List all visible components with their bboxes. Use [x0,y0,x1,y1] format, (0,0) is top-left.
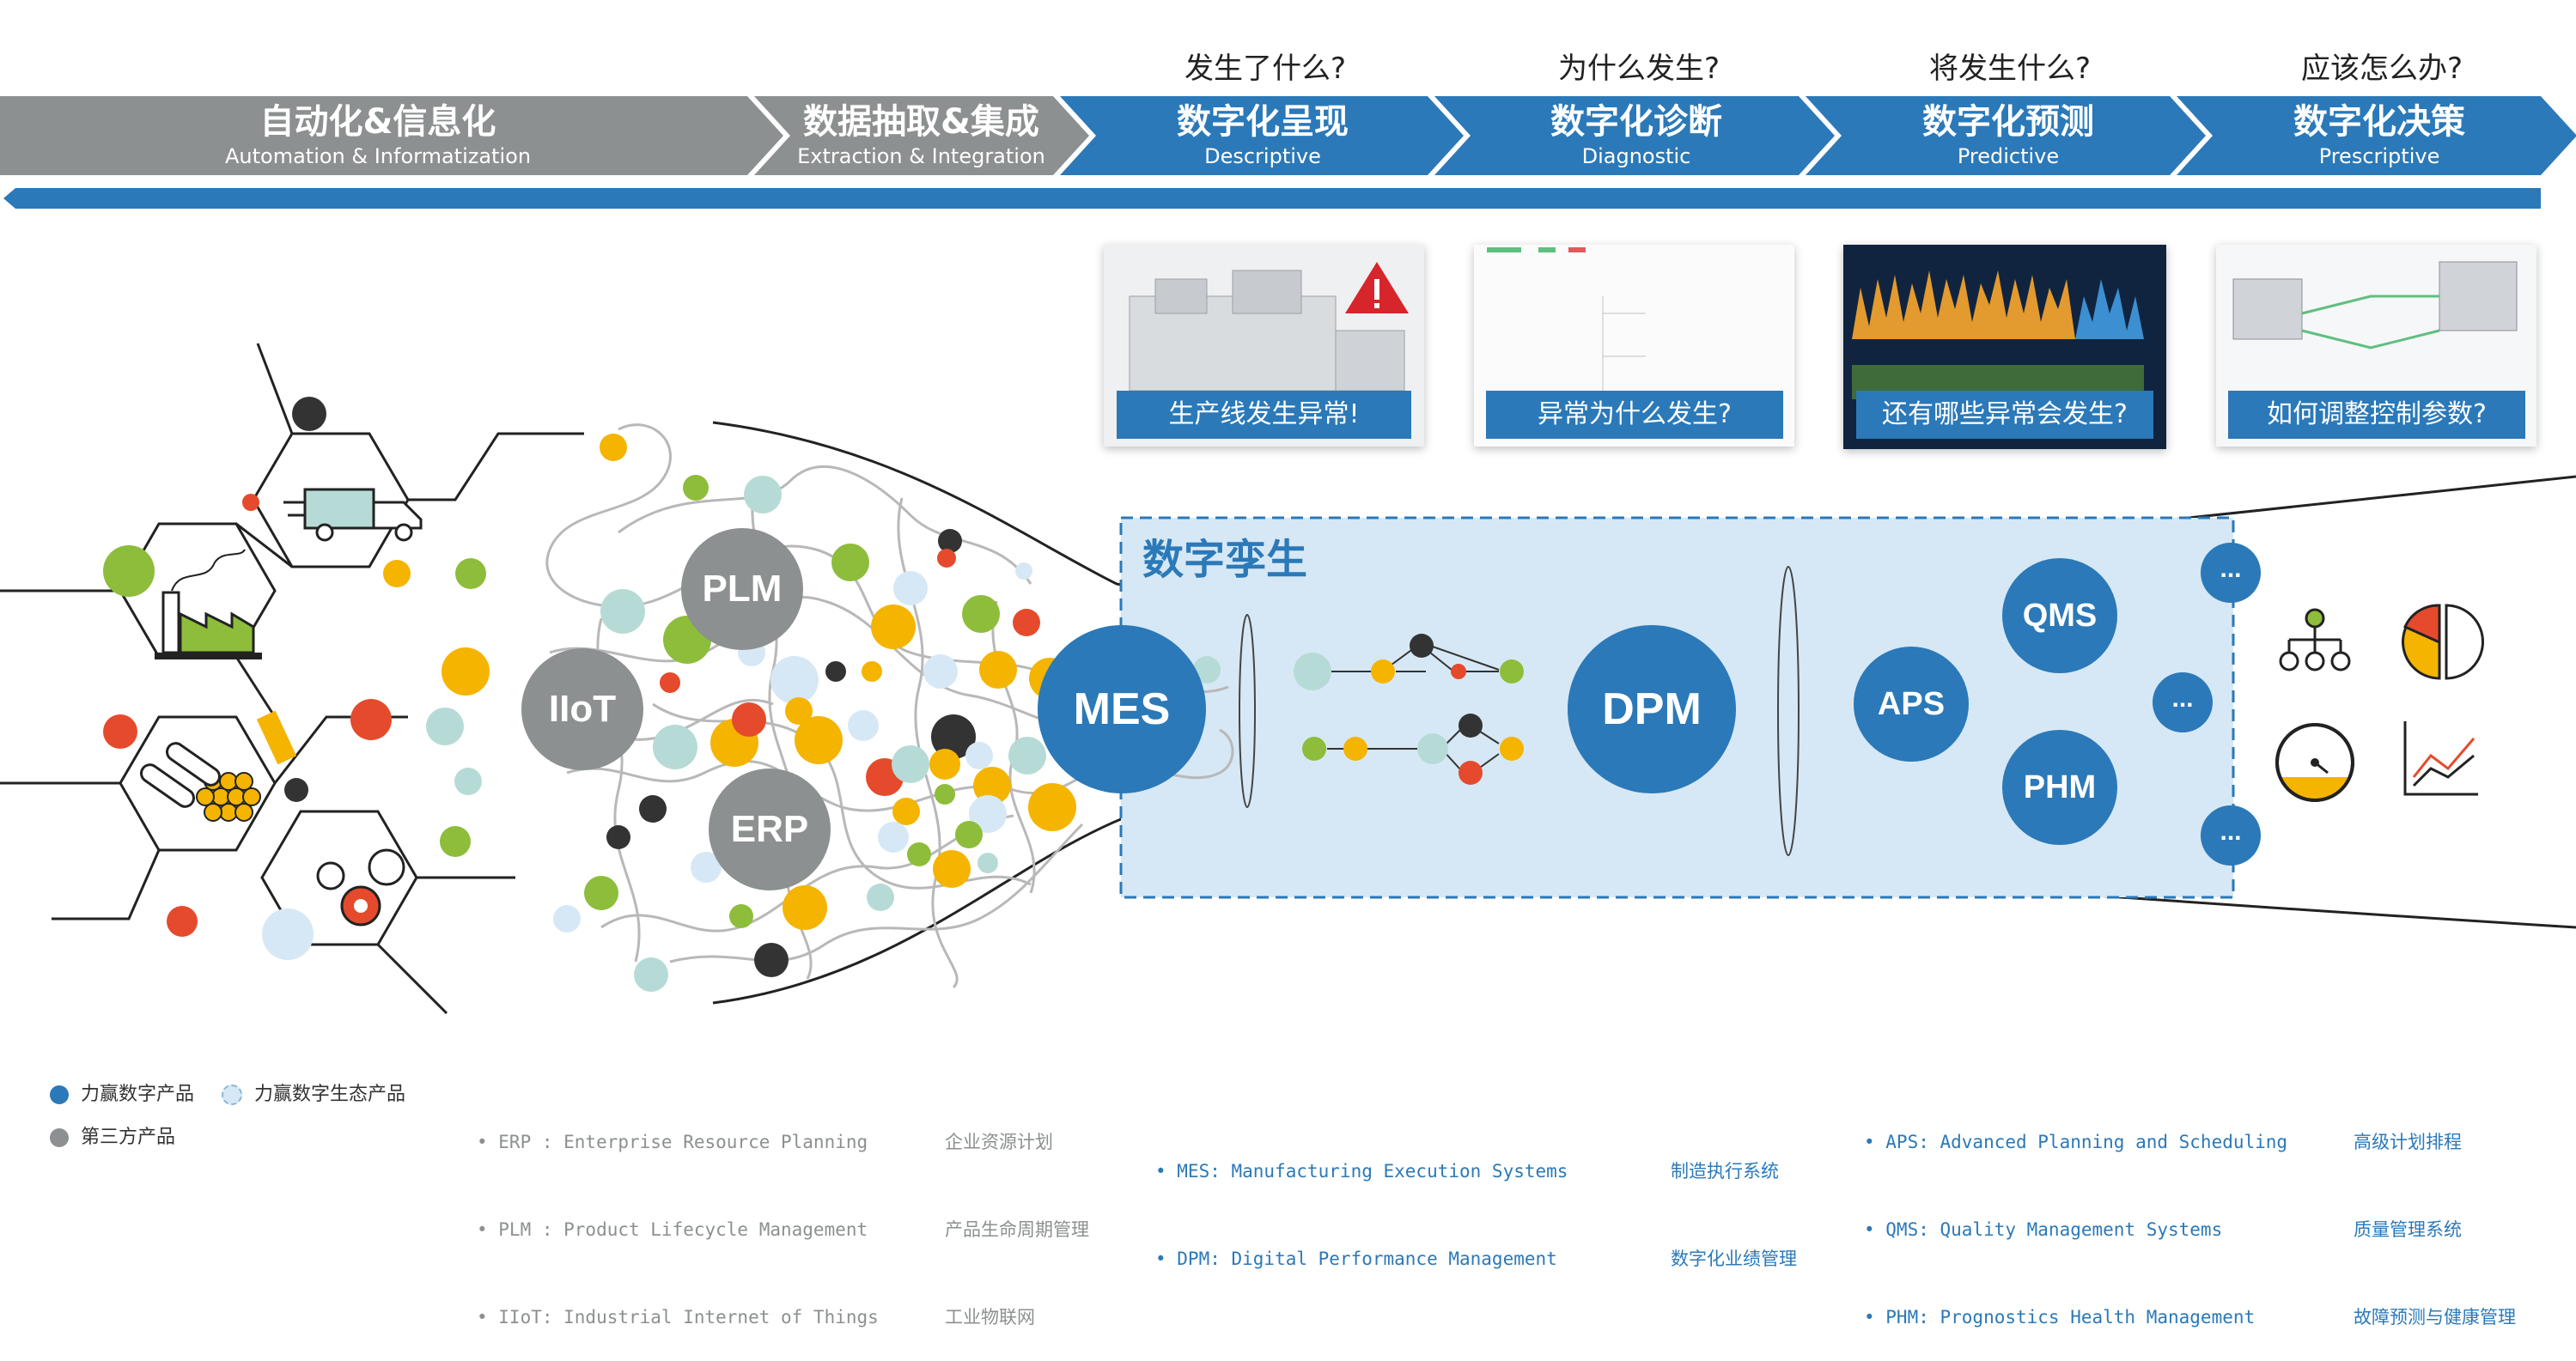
factory-icon [155,549,262,659]
stage-label-cn: 数字化诊断 [1550,102,1722,142]
legend-dot-blue [50,1085,69,1104]
node-more-middle: ... [2153,672,2213,732]
stage-arrow-predictive [1806,96,2206,175]
glossary-term: • MES: Manufacturing Execution Systems [1155,1161,1568,1182]
legend-dot-gray [50,1128,69,1147]
stage-automation: 自动化&信息化 Automation & Informatization [0,96,756,175]
digital-twin-title: 数字孪生 [1142,536,1308,584]
glossary-translation: 产品生命周期管理 [945,1219,1089,1240]
stage-label-en: Diagnostic [1581,144,1691,168]
node-phm: PHM [2002,730,2117,845]
stage-label-cn: 自动化&信息化 [259,102,496,142]
question-predictive: 将发生什么? [1928,52,2092,86]
glossary-term: • PLM : Product Lifecycle Management [477,1219,868,1240]
legend-dot-light-blue [222,1085,242,1105]
glossary-translation: 高级计划排程 [2354,1132,2462,1152]
node-more-top: ... [2201,543,2261,603]
node-dpm: DPM [1568,625,1736,793]
caption-adjust: 如何调整控制参数? [2228,391,2525,439]
node-aps: APS [1854,647,1969,762]
caption-why: 异常为什么发生? [1486,391,1783,439]
glossary-advanced-products: • APS: Advanced Planning and Scheduling 高… [1864,1069,2551,1361]
stage-label-en: Predictive [1957,144,2060,168]
stage-arrow-automation [0,96,783,175]
caption-anomaly: 生产线发生异常! [1117,391,1411,439]
timeline-bar [3,188,2541,209]
stage-prescriptive: 数字化决策 Prescriptive [2199,96,2560,175]
node-iiot: IIoT [521,648,643,770]
gauge-icon [2275,723,2354,802]
stage-descriptive: 数字化呈现 Descriptive [1082,96,1443,175]
org-chart-icon [2279,608,2351,671]
glossary-term: • QMS: Quality Management Systems [1864,1219,2223,1240]
equipment-network-icon [2232,261,2518,349]
glossary-translation: 工业物联网 [945,1307,1035,1328]
legend-label: 力赢数字生态产品 [254,1084,406,1105]
glossary-term: • IIoT: Industrial Internet of Things [477,1307,879,1328]
data-dots [103,397,1221,992]
node-plm: PLM [681,528,803,650]
stage-label-cn: 数据抽取&集成 [803,102,1039,142]
glossary-term: • PHM: Prognostics Health Management [1864,1307,2256,1328]
pie-chart-icon [2402,604,2484,680]
node-qms: QMS [2002,558,2117,673]
glossary-translation: 制造执行系统 [1671,1161,1779,1182]
trend-chart-icon [2403,721,2478,796]
question-descriptive: 发生了什么? [1184,52,1347,86]
stage-label-cn: 数字化呈现 [1177,102,1349,142]
funnel-ring-left [1239,614,1256,808]
truck-icon [283,488,423,542]
stage-diagnostic: 数字化诊断 Diagnostic [1456,96,1817,175]
glossary-translation: 企业资源计划 [945,1132,1053,1152]
glossary-third-party: • ERP : Enterprise Resource Planning 企业资源… [477,1069,1112,1361]
glossary-term: • ERP : Enterprise Resource Planning [477,1132,868,1152]
legend-third-party: 第三方产品 [50,1121,175,1149]
legend-label: 力赢数字产品 [81,1084,195,1105]
question-prescriptive: 应该怎么办? [2300,52,2463,86]
glossary-term: • APS: Advanced Planning and Scheduling [1864,1132,2288,1152]
diagram-canvas [0,96,2576,1015]
stage-arrow-diagnostic [1434,96,1835,175]
node-mes: MES [1038,625,1206,793]
stage-label-cn: 数字化预测 [1922,102,2094,142]
node-more-bottom: ... [2201,805,2261,866]
flow-mini-nodes [1294,634,1524,785]
flow-mini-diagram [1327,645,1500,770]
legend-own-product: 力赢数字产品 [50,1078,194,1106]
glossary-term: • DPM: Digital Performance Management [1155,1249,1557,1269]
question-diagnostic: 为什么发生? [1557,52,1720,86]
legend-label: 第三方产品 [81,1127,176,1148]
stage-extraction: 数据抽取&集成 Extraction & Integration [777,96,1065,175]
node-erp: ERP [709,769,831,890]
stage-label-en: Automation & Informatization [224,144,532,168]
stage-arrow-extraction [754,96,1089,175]
machine-illustration-icon [1129,262,1409,392]
caption-what-else: 还有哪些异常会发生? [1856,391,2153,439]
stage-arrow-descriptive [1060,96,1464,175]
glossary-core-products: • MES: Manufacturing Execution Systems 制造… [1155,1098,1825,1303]
gears-icon [316,848,405,927]
funnel-ring-right [1777,566,1800,856]
stage-label-en: Extraction & Integration [797,144,1045,168]
stage-predictive: 数字化预测 Predictive [1828,96,2189,175]
stage-label-en: Prescriptive [2318,144,2440,168]
material-stack-icon [140,742,261,822]
stage-label-cn: 数字化决策 [2293,102,2465,142]
stage-label-en: Descriptive [1204,144,1321,168]
glossary-translation: 数字化业绩管理 [1671,1249,1797,1269]
glossary-translation: 质量管理系统 [2354,1219,2462,1240]
glossary-translation: 故障预测与健康管理 [2354,1307,2516,1328]
legend-ecosystem-product: 力赢数字生态产品 [222,1078,405,1106]
stage-arrow-prescriptive [2177,96,2576,175]
tree-chart-icon [1487,247,1646,408]
